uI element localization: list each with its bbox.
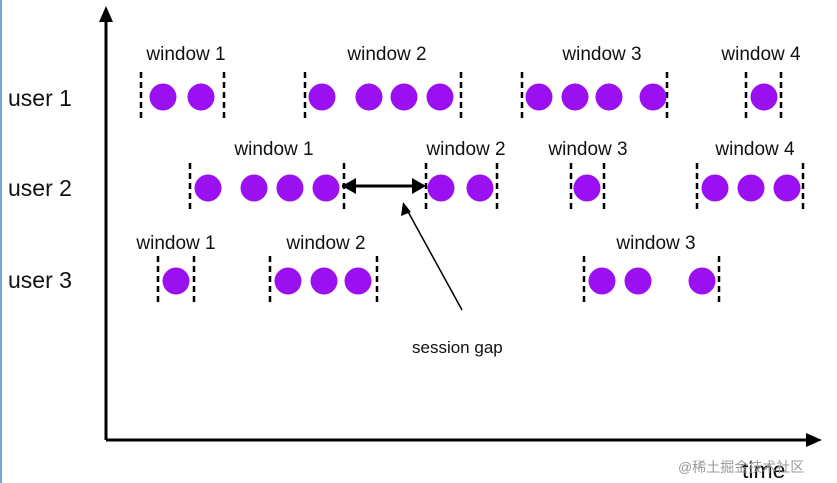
window-label-u2-w4: window 4: [714, 139, 795, 160]
event-dot: [274, 267, 302, 295]
event-dot: [624, 267, 652, 295]
window-u3-w1: [156, 256, 196, 306]
event-dot: [194, 174, 222, 202]
event-dot: [240, 174, 268, 202]
event-dot: [639, 83, 667, 111]
window-label-u3-w3: window 3: [615, 233, 695, 254]
user-label-3: user 3: [8, 267, 72, 293]
event-dot: [466, 174, 494, 202]
windows-layer: [139, 72, 805, 306]
event-dot: [276, 174, 304, 202]
session-gap-label: session gap: [412, 338, 503, 357]
y-axis-arrow-icon: [99, 6, 113, 22]
window-label-u1-w3: window 3: [561, 44, 641, 65]
window-label-u2-w2: window 2: [425, 139, 505, 160]
window-u2-w4: [695, 163, 805, 213]
window-u1-w3: [520, 72, 669, 122]
user-labels: user 1 user 2 user 3: [8, 85, 72, 293]
event-dot: [595, 83, 623, 111]
window-labels: window 1 window 2 window 3 window 4 wind…: [135, 44, 801, 254]
window-u2-w1: [188, 163, 346, 213]
event-dot: [187, 83, 215, 111]
pointer-line: [405, 207, 463, 311]
event-dot: [737, 174, 765, 202]
pointer-arrowhead-icon: [401, 202, 411, 216]
event-dot: [312, 174, 340, 202]
window-label-u1-w2: window 2: [346, 44, 426, 65]
event-dot: [390, 83, 418, 111]
window-label-u2-w3: window 3: [547, 139, 627, 160]
watermark: @稀土掘金技术社区: [678, 459, 804, 475]
window-u1-w4: [744, 72, 783, 122]
event-dot: [561, 83, 589, 111]
event-dot: [427, 174, 455, 202]
x-axis-label: time: [742, 457, 785, 483]
window-label-u1-w1: window 1: [145, 44, 225, 65]
window-u3-w3: [582, 256, 721, 306]
event-dot: [588, 267, 616, 295]
user-label-1: user 1: [8, 85, 72, 111]
window-label-u1-w4: window 4: [720, 44, 801, 65]
window-u2-w2: [424, 163, 499, 213]
window-u2-w3: [569, 163, 606, 213]
user-label-2: user 2: [8, 175, 72, 201]
axes: time: [99, 6, 822, 483]
event-dot: [162, 267, 190, 295]
window-label-u3-w2: window 2: [285, 233, 365, 254]
event-dot: [149, 83, 177, 111]
event-dot: [688, 267, 716, 295]
event-dot: [426, 83, 454, 111]
window-label-u3-w1: window 1: [135, 233, 215, 254]
window-label-u2-w1: window 1: [233, 139, 313, 160]
event-dot: [308, 83, 336, 111]
window-u1-w1: [139, 72, 226, 122]
session-gap-left-arrowhead-icon: [342, 178, 356, 194]
window-u3-w2: [268, 256, 379, 306]
event-dot: [310, 267, 338, 295]
event-dot: [525, 83, 553, 111]
window-u1-w2: [303, 72, 463, 122]
session-gap-right-arrowhead-icon: [412, 178, 426, 194]
session-gap-arrow: [342, 178, 426, 194]
event-dot: [355, 83, 383, 111]
event-dot: [750, 83, 778, 111]
event-dot: [573, 174, 601, 202]
event-dot: [701, 174, 729, 202]
event-dot: [344, 267, 372, 295]
event-dot: [773, 174, 801, 202]
session-gap-pointer: [401, 202, 463, 311]
x-axis-arrow-icon: [806, 433, 822, 447]
